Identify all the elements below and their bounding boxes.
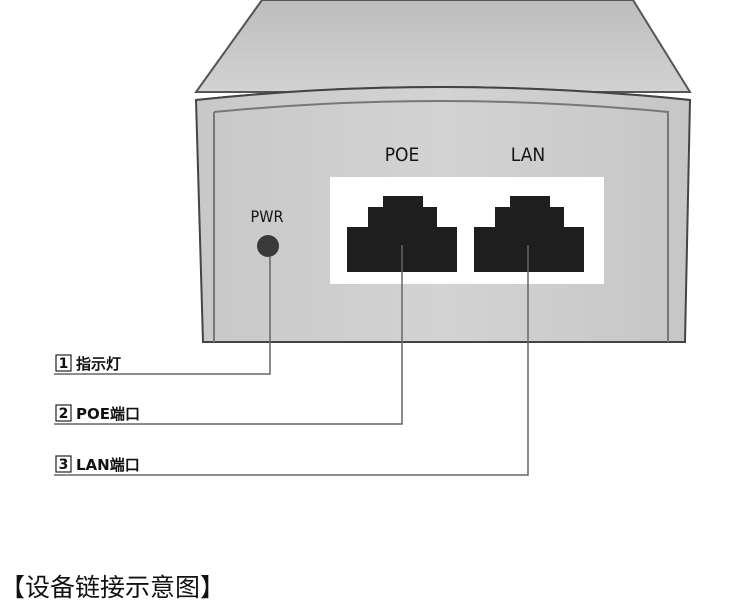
- callout-number: 1: [59, 356, 69, 372]
- callout-label-indicator: 指示灯: [76, 355, 121, 373]
- poe-port-icon: [347, 196, 457, 272]
- callout-line-poe: [54, 245, 403, 425]
- callout-number-box: [55, 354, 72, 372]
- callout-line-lan: [54, 245, 529, 476]
- callout-label-poe: POE端口: [76, 405, 140, 423]
- pwr-label: PWR: [251, 207, 284, 226]
- device-top-housing: [194, 0, 692, 93]
- callout-number-box: [55, 404, 72, 422]
- poe-port-label: POE: [385, 144, 420, 166]
- callout-number-box: [55, 455, 72, 473]
- device-inner-bevel: [213, 100, 669, 342]
- callout-line-indicator: [54, 257, 271, 375]
- callout-label-lan: LAN端口: [76, 456, 140, 474]
- lan-port-label: LAN: [511, 144, 545, 166]
- callout-number: 3: [59, 457, 69, 473]
- diagram-caption: 【设备链接示意图】: [0, 573, 226, 602]
- lan-port-icon: [474, 196, 584, 272]
- power-led-icon: [257, 235, 279, 257]
- callout-number: 2: [59, 406, 69, 422]
